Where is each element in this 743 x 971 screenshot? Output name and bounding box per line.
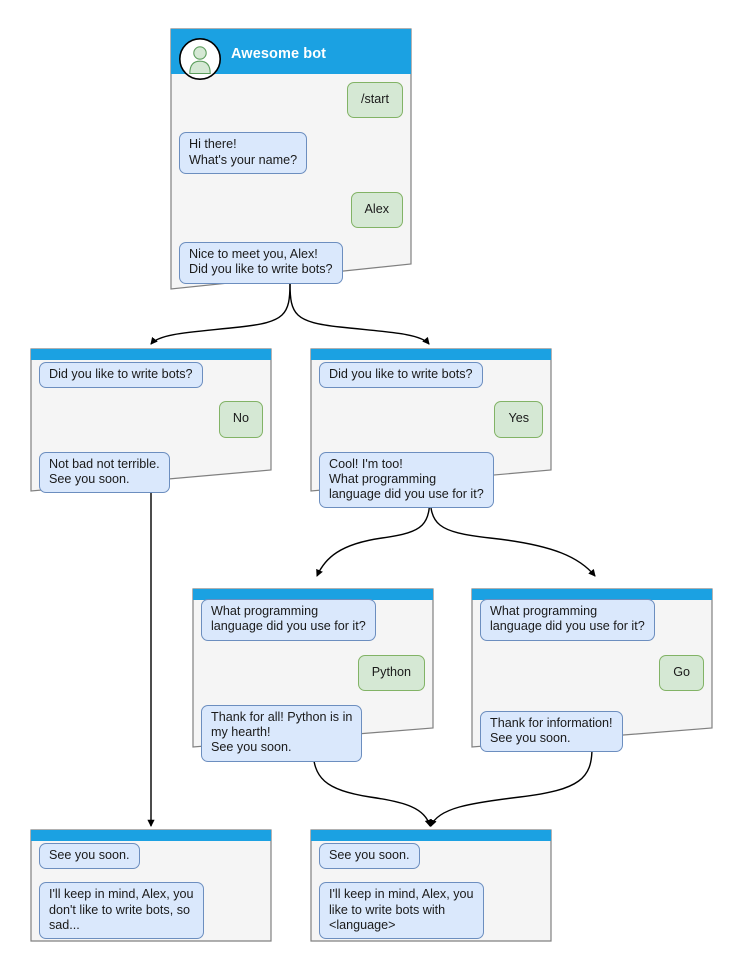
user-message-bubble: /start xyxy=(347,82,403,119)
bot-message-bubble: Thank for information! See you soon. xyxy=(480,710,623,753)
message-row: What programming language did you use fo… xyxy=(201,599,425,641)
bot-message-bubble: I'll keep in mind, Alex, you like to wri… xyxy=(319,882,484,940)
bot-message-bubble: What programming language did you use fo… xyxy=(480,599,655,641)
edge-root-to-no xyxy=(150,282,291,345)
message-row: Thank for all! Python is in my hearth! S… xyxy=(201,704,425,762)
bot-message-bubble: See you soon. xyxy=(39,843,140,870)
message-list-python-branch: What programming language did you use fo… xyxy=(192,599,434,762)
bot-message-bubble: Did you like to write bots? xyxy=(319,362,483,389)
message-list-go-branch: What programming language did you use fo… xyxy=(471,599,713,753)
bot-message-bubble: Hi there! What's your name? xyxy=(179,132,308,174)
message-row: Did you like to write bots? xyxy=(39,362,263,389)
message-row: Did you like to write bots? xyxy=(319,362,543,389)
message-list-no-branch: Did you like to write bots? No Not bad n… xyxy=(30,362,272,494)
user-message-bubble: Yes xyxy=(494,401,543,438)
message-list-root: /start Hi there! What's your name? Alex … xyxy=(170,82,412,284)
bot-message-bubble: Cool! I'm too! What programming language… xyxy=(319,451,494,509)
message-row: Cool! I'm too! What programming language… xyxy=(319,451,543,509)
chat-card-root[interactable]: Awesome bot /start Hi there! What's your… xyxy=(170,28,412,290)
message-row: Yes xyxy=(319,401,543,438)
bot-message-bubble: See you soon. xyxy=(319,843,420,870)
message-row: I'll keep in mind, Alex, you like to wri… xyxy=(319,882,543,940)
chat-card-python-branch[interactable]: What programming language did you use fo… xyxy=(192,588,434,762)
chat-card-end-happy[interactable]: See you soon. I'll keep in mind, Alex, y… xyxy=(310,829,552,942)
edge-go-to-end-happy xyxy=(429,747,593,827)
message-list-end-sad: See you soon. I'll keep in mind, Alex, y… xyxy=(30,843,272,940)
card-title-root: Awesome bot xyxy=(231,46,327,62)
person-avatar-icon xyxy=(178,37,222,81)
user-message-bubble: Python xyxy=(357,654,425,691)
message-row: No xyxy=(39,401,263,438)
message-row: /start xyxy=(179,82,403,119)
message-row: See you soon. xyxy=(39,843,263,870)
message-row: Not bad not terrible. See you soon. xyxy=(39,451,263,494)
chat-card-go-branch[interactable]: What programming language did you use fo… xyxy=(471,588,713,753)
message-row: Python xyxy=(201,654,425,691)
chat-card-end-sad[interactable]: See you soon. I'll keep in mind, Alex, y… xyxy=(30,829,272,942)
bot-message-bubble: Not bad not terrible. See you soon. xyxy=(39,451,170,494)
message-row: Go xyxy=(480,654,704,691)
chat-card-no-branch[interactable]: Did you like to write bots? No Not bad n… xyxy=(30,348,272,494)
message-list-yes-branch: Did you like to write bots? Yes Cool! I'… xyxy=(310,362,552,509)
message-row: Thank for information! See you soon. xyxy=(480,710,704,753)
message-row: Nice to meet you, Alex! Did you like to … xyxy=(179,242,403,284)
avatar xyxy=(178,37,222,81)
message-row: Alex xyxy=(179,191,403,229)
user-message-bubble: Go xyxy=(659,654,704,691)
message-row: What programming language did you use fo… xyxy=(480,599,704,641)
bot-message-bubble: What programming language did you use fo… xyxy=(201,599,376,641)
user-message-bubble: No xyxy=(218,401,263,438)
message-row: I'll keep in mind, Alex, you don't like … xyxy=(39,882,263,940)
bot-message-bubble: Thank for all! Python is in my hearth! S… xyxy=(201,704,363,762)
chat-card-yes-branch[interactable]: Did you like to write bots? Yes Cool! I'… xyxy=(310,348,552,509)
bot-message-bubble: Did you like to write bots? xyxy=(39,362,203,389)
edge-root-to-yes xyxy=(289,282,430,345)
message-list-end-happy: See you soon. I'll keep in mind, Alex, y… xyxy=(310,843,552,940)
user-message-bubble: Alex xyxy=(350,191,403,229)
message-row: Hi there! What's your name? xyxy=(179,132,403,174)
message-row: See you soon. xyxy=(319,843,543,870)
bot-message-bubble: Nice to meet you, Alex! Did you like to … xyxy=(179,242,343,284)
bot-message-bubble: I'll keep in mind, Alex, you don't like … xyxy=(39,882,204,940)
